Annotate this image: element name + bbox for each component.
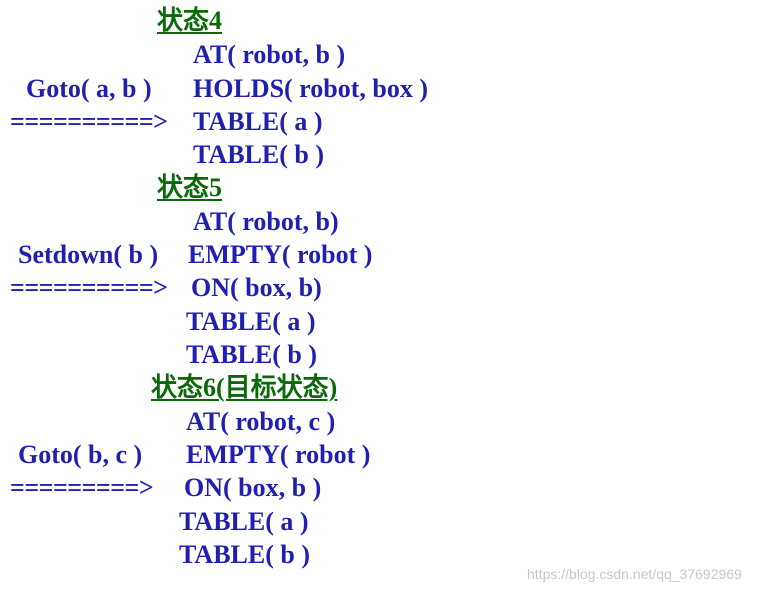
state-4-action: Goto( a, b ) [26,74,152,103]
state-5-fact-table-a: TABLE( a ) [186,307,316,336]
state-4-fact-table-b: TABLE( b ) [193,140,324,169]
state-6-fact-table-a: TABLE( a ) [179,507,309,536]
state-5-action: Setdown( b ) [18,240,159,269]
watermark: https://blog.csdn.net/qq_37692969 [527,566,742,582]
state-4-heading: 状态4 [157,6,223,35]
state-6-action: Goto( b, c ) [18,440,143,469]
state-6-fact-on: ON( box, b ) [184,473,322,502]
state-5-fact-at: AT( robot, b) [193,207,339,236]
state-4-fact-table-a: TABLE( a ) [193,107,323,136]
state-4-arrow: ==========> [10,107,168,136]
state-4-fact-at: AT( robot, b ) [193,40,346,69]
state-6-fact-at: AT( robot, c ) [186,407,336,436]
state-5-arrow: ==========> [10,273,168,302]
state-5-fact-empty: EMPTY( robot ) [188,240,373,269]
state-5-fact-table-b: TABLE( b ) [186,340,317,369]
state-6-heading: 状态6(目标状态) [151,373,338,402]
state-5-heading: 状态5 [157,173,223,202]
state-5-fact-on: ON( box, b) [191,273,322,302]
state-4-fact-holds: HOLDS( robot, box ) [193,74,428,103]
state-6-arrow: =========> [10,473,154,502]
state-6-fact-table-b: TABLE( b ) [179,540,310,569]
state-6-fact-empty: EMPTY( robot ) [186,440,371,469]
